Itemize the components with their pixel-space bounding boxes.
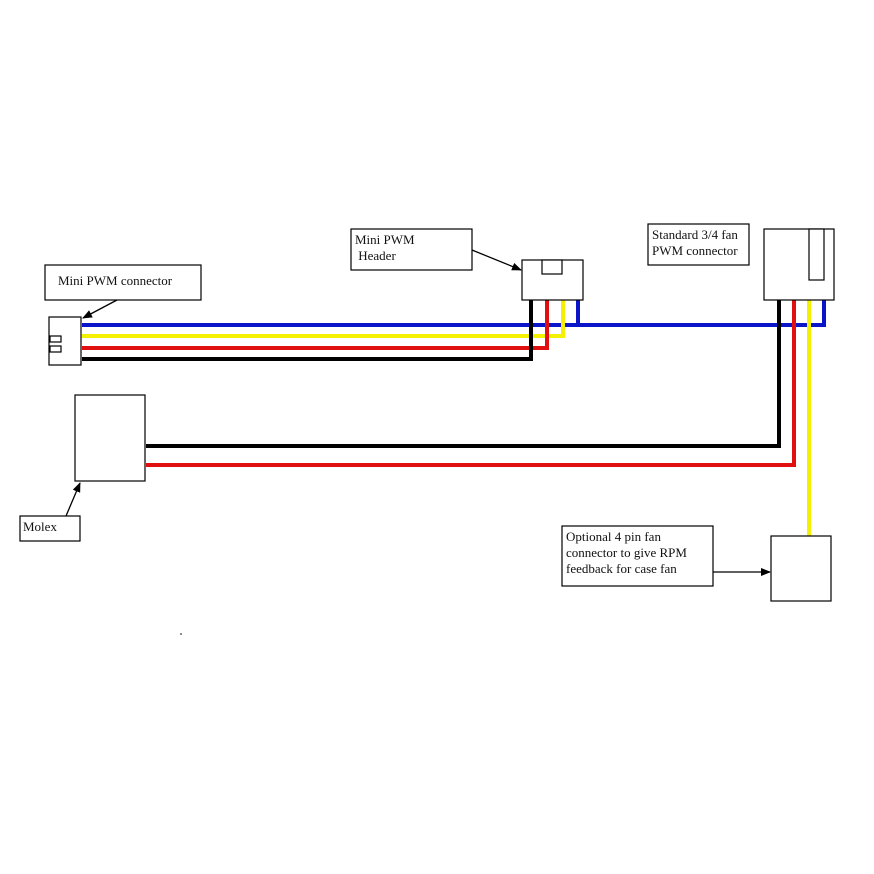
connector-latch xyxy=(808,228,825,281)
label-mini-pwm-header: Mini PWM Header xyxy=(355,232,418,263)
label-line: Molex xyxy=(23,519,57,534)
label-line: Standard 3/4 fan xyxy=(652,227,738,242)
label-line: PWM connector xyxy=(652,243,738,258)
label-line: Mini PWM connector xyxy=(58,273,173,288)
label-line: Optional 4 pin fan xyxy=(566,529,661,544)
wire-red-mini xyxy=(82,300,549,350)
label-mini-pwm-connector: Mini PWM connector xyxy=(58,273,173,288)
label-line: feedback for case fan xyxy=(566,561,677,576)
label-optional-connector: Optional 4 pin fan connector to give RPM… xyxy=(566,529,690,576)
wire-black-mini xyxy=(82,300,533,361)
stray-dot xyxy=(180,633,182,635)
mini-pwm-connector xyxy=(48,316,82,366)
standard-fan-connector xyxy=(763,228,835,301)
label-box-molex xyxy=(19,515,81,542)
label-molex: Molex xyxy=(23,519,57,534)
label-standard-connector: Standard 3/4 fan PWM connector xyxy=(652,227,741,258)
optional-fan-connector xyxy=(770,535,832,602)
label-box-mini-pwm-connector xyxy=(44,264,202,301)
arrow-molex xyxy=(65,482,81,517)
label-line: Mini PWM xyxy=(355,232,415,247)
label-box-optional-connector xyxy=(561,525,714,587)
mini-pwm-header xyxy=(521,259,584,301)
header-key-notch xyxy=(541,259,563,275)
label-line: connector to give RPM xyxy=(566,545,687,560)
wire-yellow-mini xyxy=(82,300,565,338)
label-box-standard-connector xyxy=(647,223,750,266)
wire-blue-main xyxy=(82,300,826,327)
molex-connector xyxy=(74,394,146,482)
arrow-mini-pwm-header xyxy=(471,249,522,271)
arrow-mini-pwm-connector xyxy=(82,299,118,319)
wire-red-molex xyxy=(146,300,796,467)
label-box-mini-pwm-header xyxy=(350,228,473,271)
wire-black-molex xyxy=(146,300,781,448)
label-line: Header xyxy=(355,248,396,263)
connector-pin-slot xyxy=(49,335,62,343)
connector-pin-slot xyxy=(49,345,62,353)
